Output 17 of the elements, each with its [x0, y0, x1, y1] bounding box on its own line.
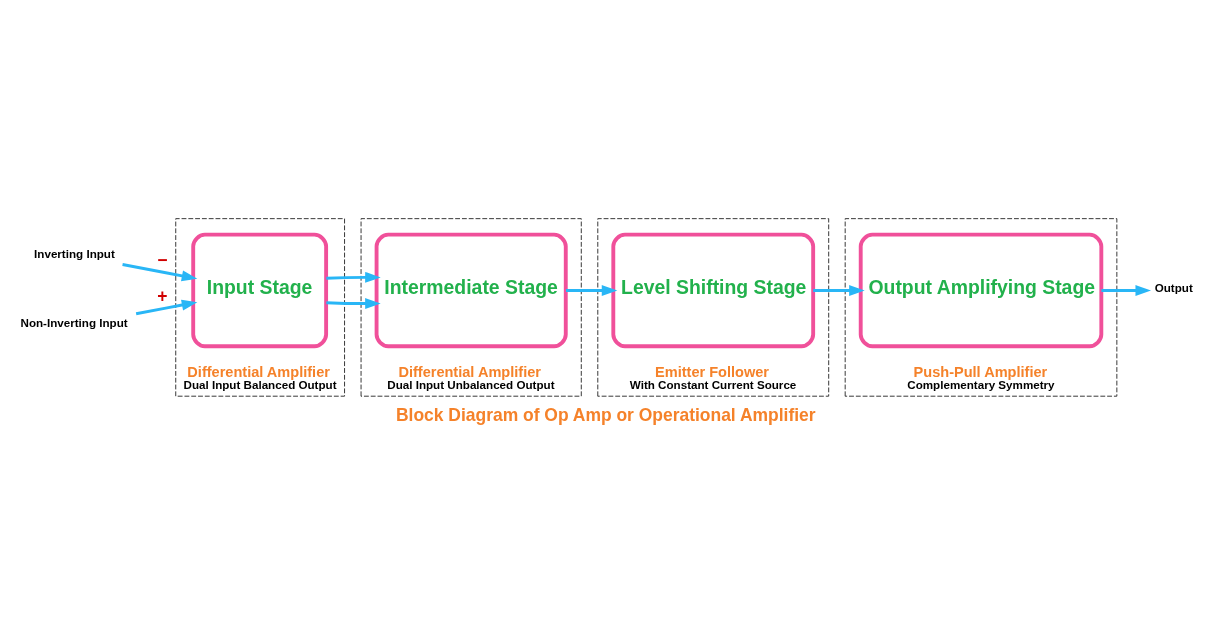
arrow — [135, 299, 198, 315]
arrow — [1101, 284, 1152, 296]
node-text: Non-Inverting Input — [20, 315, 128, 329]
arrow — [813, 284, 865, 296]
node-box: Input Stage — [191, 232, 329, 348]
node-text: Output — [1154, 280, 1193, 294]
node-text: Inverting Input — [34, 246, 115, 260]
arrow — [326, 271, 381, 283]
arrow — [122, 262, 198, 281]
edge-label: + — [157, 285, 168, 305]
node-box: Level Shifting Stage — [611, 232, 816, 348]
arrow — [326, 297, 381, 309]
node-box: Intermediate Stage — [374, 232, 568, 348]
arrow — [566, 284, 618, 296]
caption: Block Diagram of Op Amp or Operational Amplifier — [395, 404, 816, 425]
edge-label: − — [157, 249, 168, 270]
node-box: Output Amplifying Stage — [858, 232, 1104, 348]
